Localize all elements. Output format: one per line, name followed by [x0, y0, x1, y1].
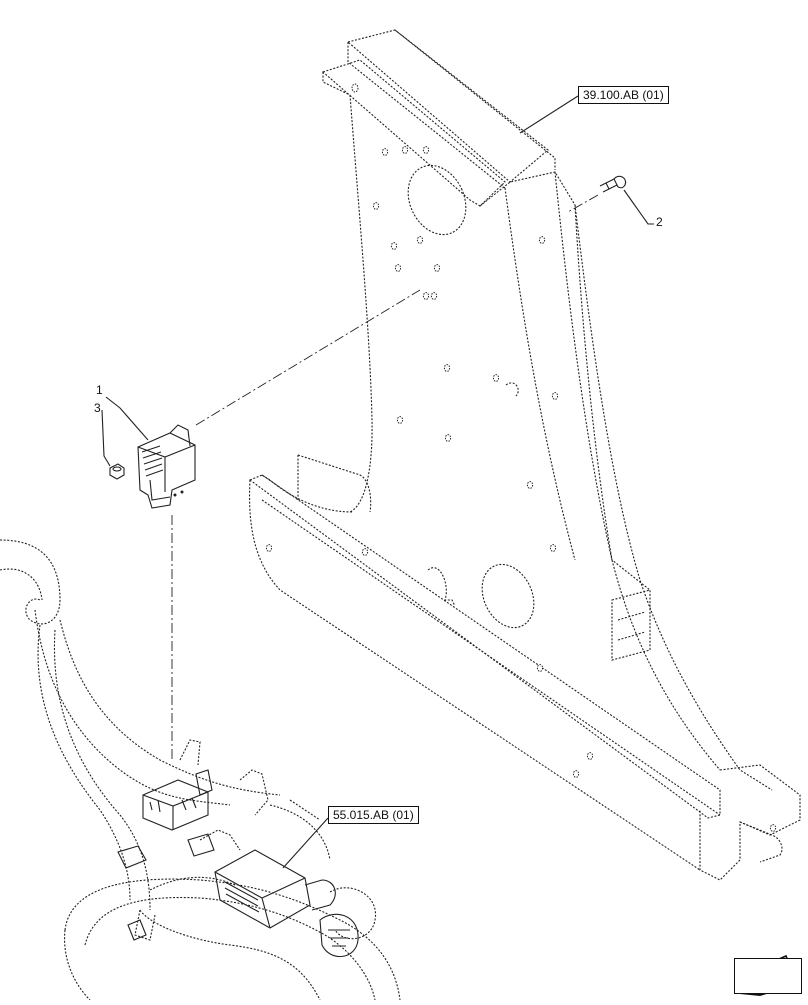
relay-axis-line [195, 289, 421, 426]
bolt-axis-line [567, 194, 599, 213]
frame-ref-leader [519, 95, 579, 134]
callout-2: 2 [656, 215, 663, 229]
harness-ref-leader [282, 817, 329, 869]
callout-1: 1 [96, 383, 103, 397]
nut [109, 463, 125, 480]
support-frame [248, 29, 801, 881]
harness-connectors [117, 769, 359, 958]
callout-3-leader [101, 409, 111, 467]
callout-1-leader [105, 396, 149, 441]
next-page-button[interactable] [734, 958, 802, 994]
harness-reference-link[interactable]: 55.015.AB (01) [328, 806, 419, 824]
relay-module [137, 424, 196, 509]
bolt [599, 175, 627, 193]
frame-holes [265, 83, 777, 832]
callout-2-leader [623, 189, 654, 225]
callout-3: 3 [94, 401, 101, 415]
wiring-harness [0, 539, 401, 1001]
frame-reference-link[interactable]: 39.100.AB (01) [578, 86, 669, 104]
